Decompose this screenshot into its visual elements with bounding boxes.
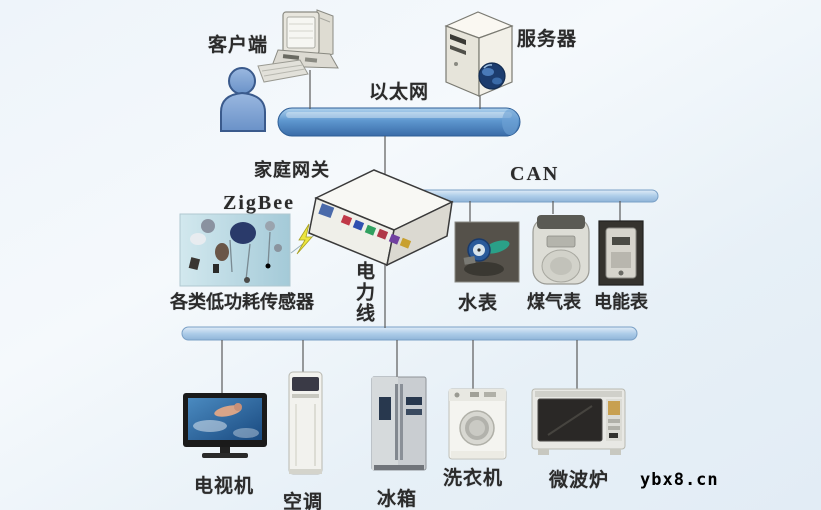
fridge-label: 冰箱 — [377, 489, 418, 510]
microwave-label: 微波炉 — [549, 470, 610, 491]
microwave-icon — [531, 388, 626, 455]
home-gateway-icon — [308, 169, 454, 267]
refrigerator-icon — [371, 376, 427, 471]
water-meter-photo — [454, 221, 520, 283]
watermark-text: ybx8.cn — [640, 470, 719, 490]
water-meter-label: 水表 — [458, 293, 499, 314]
tv-label: 电视机 — [194, 476, 255, 497]
zigbee-lightning-icon — [296, 223, 313, 255]
gateway-label: 家庭网关 — [254, 160, 330, 180]
ethernet-bus-pipe — [277, 107, 521, 137]
zigbee-label: ZigBee — [223, 192, 295, 214]
powerline-bus-bar — [181, 326, 638, 341]
ac-label: 空调 — [283, 492, 324, 510]
air-conditioner-icon — [288, 371, 323, 475]
gas-meter-label: 煤气表 — [527, 292, 581, 312]
user-person-icon — [220, 67, 266, 132]
server-icon — [444, 11, 514, 97]
gas-meter-icon — [532, 215, 590, 285]
powerline-label: 电力线 — [353, 261, 374, 324]
energy-meter-label: 电能表 — [594, 292, 648, 312]
washing-machine-icon — [448, 388, 507, 460]
client-label: 客户端 — [208, 35, 269, 56]
can-bus-bar — [412, 189, 659, 203]
can-label: CAN — [510, 163, 560, 185]
sensors-photo — [179, 213, 291, 287]
server-label: 服务器 — [517, 29, 578, 50]
sensors-label: 各类低功耗传感器 — [170, 292, 314, 312]
washer-label: 洗衣机 — [443, 468, 504, 489]
energy-meter-icon — [598, 220, 644, 286]
tv-icon — [183, 393, 267, 458]
ethernet-label: 以太网 — [369, 82, 430, 103]
client-computer-icon — [257, 9, 339, 83]
